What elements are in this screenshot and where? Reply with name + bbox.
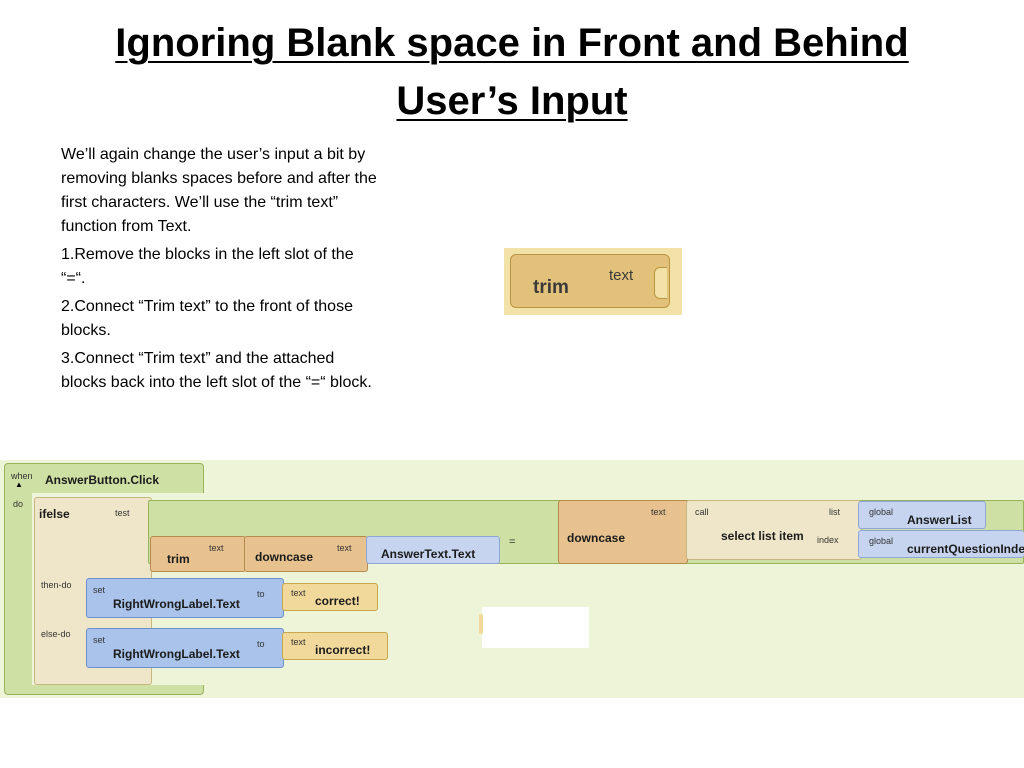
trim-inline-socket: text	[209, 543, 224, 553]
trim-block-socket-label: text	[609, 267, 634, 284]
global-label-1: global	[869, 507, 894, 517]
answertext-label: AnswerText.Text	[381, 547, 476, 561]
trim-block-image: trim text	[504, 248, 682, 315]
answertext-text-block[interactable]: AnswerText.Text	[366, 536, 500, 564]
index-label: index	[817, 535, 839, 545]
set-label-incorrect-block[interactable]: set RightWrongLabel.Text to	[86, 628, 284, 668]
trim-block-label: trim	[533, 277, 569, 298]
do-label: do	[13, 499, 24, 509]
global-answerlist-block[interactable]: global AnswerList	[858, 501, 986, 529]
trim-block[interactable]: trim text	[510, 254, 670, 308]
text-correct-block[interactable]: text correct!	[282, 583, 378, 611]
then-do-label: then-do	[41, 580, 72, 590]
downcase-right-block[interactable]: downcase text	[558, 500, 688, 564]
call-label: call	[695, 507, 709, 517]
trim-socket	[654, 267, 667, 299]
instructions: We’ll again change the user’s input a bi…	[61, 143, 381, 399]
collapse-arrow-icon[interactable]: ▲	[15, 480, 23, 489]
downcase-right-socket: text	[651, 507, 666, 517]
test-label: test	[115, 508, 130, 518]
equals-operator: =	[509, 536, 516, 548]
downcase-left-label: downcase	[255, 550, 314, 564]
paragraph-step-2: 2.Connect “Trim text” to the front of th…	[61, 298, 353, 339]
paragraph-step-3: 3.Connect “Trim text” and the attached b…	[61, 350, 372, 391]
text-incorrect-block[interactable]: text incorrect!	[282, 632, 388, 660]
trim-inline-block[interactable]: trim text	[150, 536, 246, 572]
to-label: to	[257, 589, 265, 599]
answerlist-label: AnswerList	[907, 513, 972, 527]
trim-inline-label: trim	[167, 552, 190, 566]
else-do-label: else-do	[41, 629, 71, 639]
slide-title: Ignoring Blank space in Front and Behind…	[40, 14, 984, 130]
event-name: AnswerButton.Click	[45, 473, 160, 487]
downcase-left-block[interactable]: downcase text	[244, 536, 368, 572]
downcase-left-socket: text	[337, 543, 352, 553]
text-label: text	[291, 637, 306, 647]
text-label: text	[291, 588, 306, 598]
global-label-2: global	[869, 536, 894, 546]
set-target-label: RightWrongLabel.Text	[113, 597, 240, 611]
blank-overlay	[482, 607, 589, 648]
set-label-correct-block[interactable]: set RightWrongLabel.Text to	[86, 578, 284, 618]
paragraph-intro: We’ll again change the user’s input a bi…	[61, 146, 377, 235]
set-label: set	[93, 585, 106, 595]
set-target-label: RightWrongLabel.Text	[113, 647, 240, 661]
title-line-1: Ignoring Blank space in Front and Behind	[115, 21, 909, 65]
select-list-item-block[interactable]: call select list item list index	[686, 500, 862, 560]
overlay-edge	[479, 614, 483, 634]
incorrect-value: incorrect!	[315, 643, 371, 657]
ifelse-label: ifelse	[39, 507, 70, 521]
title-line-2: User’s Input	[396, 79, 628, 123]
select-list-item-label: select list item	[721, 529, 804, 543]
paragraph-step-1: 1.Remove the blocks in the left slot of …	[61, 246, 354, 287]
set-label: set	[93, 635, 106, 645]
global-current-index-block[interactable]: global currentQuestionInde	[858, 530, 1024, 558]
downcase-right-label: downcase	[567, 531, 626, 545]
current-index-label: currentQuestionInde	[907, 542, 1024, 556]
list-label: list	[829, 507, 840, 517]
to-label: to	[257, 639, 265, 649]
correct-value: correct!	[315, 594, 360, 608]
when-label: when	[11, 471, 33, 481]
